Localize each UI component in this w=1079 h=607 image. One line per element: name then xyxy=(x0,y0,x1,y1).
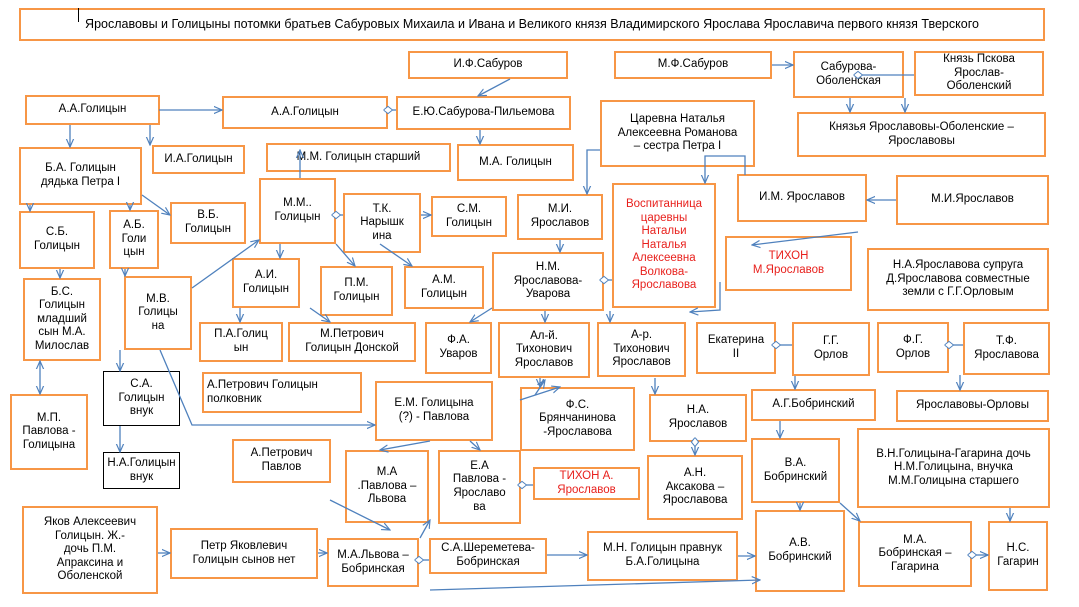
person-node: С.Б. Голицын xyxy=(19,211,95,269)
person-node: М.Ф.Сабуров xyxy=(614,51,772,79)
person-node: Т.Ф. Ярославова xyxy=(963,322,1050,375)
person-node: Яков Алексеевич Голицын. Ж.- дочь П.М. А… xyxy=(22,506,158,594)
person-node: Н.А. Ярославов xyxy=(649,394,747,442)
person-node: Петр Яковлевич Голицын сынов нет xyxy=(170,528,318,579)
person-node: С.М. Голицын xyxy=(431,196,507,237)
person-node: ТИХОН А. Ярославов xyxy=(533,467,640,500)
person-node: Н.А.Ярославова супруга Д.Ярославова совм… xyxy=(867,248,1049,311)
person-node: М.П. Павлова - Голицына xyxy=(10,394,88,470)
person-node: Воспитанница царевны Натальи Наталья Але… xyxy=(612,183,716,308)
person-node: Ф.С. Брянчанинова -Ярославова xyxy=(520,387,635,451)
person-node: М.А. Голицын xyxy=(457,144,574,181)
person-node: Е.Ю.Сабурова-Пильемова xyxy=(396,96,571,130)
person-node: М.М.. Голицын xyxy=(259,178,336,244)
person-node: М.А .Павлова – Львова xyxy=(345,450,429,523)
person-node: Ф.А. Уваров xyxy=(425,322,492,374)
person-node: П.А.Голиц ын xyxy=(199,322,283,362)
person-node: С.А. Голицын внук xyxy=(103,371,180,426)
person-node: А.Б. Голи цын xyxy=(109,210,159,269)
person-node: М.И. Ярославов xyxy=(517,194,603,240)
person-node: М.Петрович Голицын Донской xyxy=(288,322,416,362)
person-node: А.В. Бобринский xyxy=(755,510,845,592)
person-node: И.А.Голицын xyxy=(152,145,245,174)
person-node: Т.К. Нарышк ина xyxy=(343,193,421,253)
person-node: С.А.Шереметева- Бобринская xyxy=(429,538,547,574)
person-node: М.А. Бобринская – Гагарина xyxy=(858,521,972,587)
person-node: Ал-й. Тихонович Ярославов xyxy=(498,322,590,378)
person-node: А.А.Голицын xyxy=(222,96,388,129)
person-node: М.А.Львова – Бобринская xyxy=(327,538,419,587)
person-node: А.М. Голицын xyxy=(404,266,484,309)
diagram-title: Ярославовы и Голицыны потомки братьев Са… xyxy=(19,8,1045,41)
person-node: А.Петрович Павлов xyxy=(232,439,331,483)
person-node: Князь Пскова Ярослав- Оболенский xyxy=(914,51,1044,96)
person-node: И.М. Ярославов xyxy=(737,174,867,222)
person-node: Ф.Г. Орлов xyxy=(877,322,949,373)
person-node: М.И.Ярославов xyxy=(896,175,1049,225)
person-node: И.Ф.Сабуров xyxy=(408,51,568,79)
person-node: А-р. Тихонович Ярославов xyxy=(597,322,686,377)
person-node: Е.А Павлова - Ярославо ва xyxy=(438,450,521,524)
person-node: Екатерина II xyxy=(696,322,776,374)
person-node: А.А.Голицын xyxy=(25,95,160,125)
person-node: Н.С. Гагарин xyxy=(988,521,1048,591)
person-node: П.М. Голицын xyxy=(320,266,393,316)
person-node: В.Н.Голицына-Гагарина дочь Н.М.Голицына,… xyxy=(857,428,1050,508)
person-node: А.И. Голицын xyxy=(232,258,300,308)
person-node: А.Г.Бобринский xyxy=(751,389,876,421)
person-node: Б.С. Голицын младший сын М.А. Милослав xyxy=(23,278,101,361)
person-node: А.Петрович Голицын полковник xyxy=(202,372,362,413)
person-node: М.М. Голицын старший xyxy=(266,143,451,172)
person-node: А.Н. Аксакова – Ярославова xyxy=(647,455,743,520)
person-node: Сабурова- Оболенская xyxy=(793,51,904,98)
person-node: М.Н. Голицын правнук Б.А.Голицына xyxy=(587,531,738,581)
person-node: Г.Г. Орлов xyxy=(792,322,870,376)
person-node: В.Б. Голицын xyxy=(170,202,246,244)
person-node: Б.А. Голицын дядька Петра I xyxy=(19,147,142,205)
person-node: ТИХОН М.Ярославов xyxy=(725,236,852,291)
person-node: Царевна Наталья Алексеевна Романова – се… xyxy=(600,100,755,167)
person-node: Н.А.Голицын внук xyxy=(103,452,180,489)
person-node: М.В. Голицы на xyxy=(124,276,192,350)
text-cursor xyxy=(78,8,79,22)
person-node: В.А. Бобринский xyxy=(751,438,840,503)
person-node: Н.М. Ярославова- Уварова xyxy=(492,252,604,311)
person-node: Е.М. Голицына (?) - Павлова xyxy=(375,381,493,441)
person-node: Князья Ярославовы-Оболенские – Ярославов… xyxy=(797,112,1046,157)
person-node: Ярославовы-Орловы xyxy=(896,390,1049,422)
